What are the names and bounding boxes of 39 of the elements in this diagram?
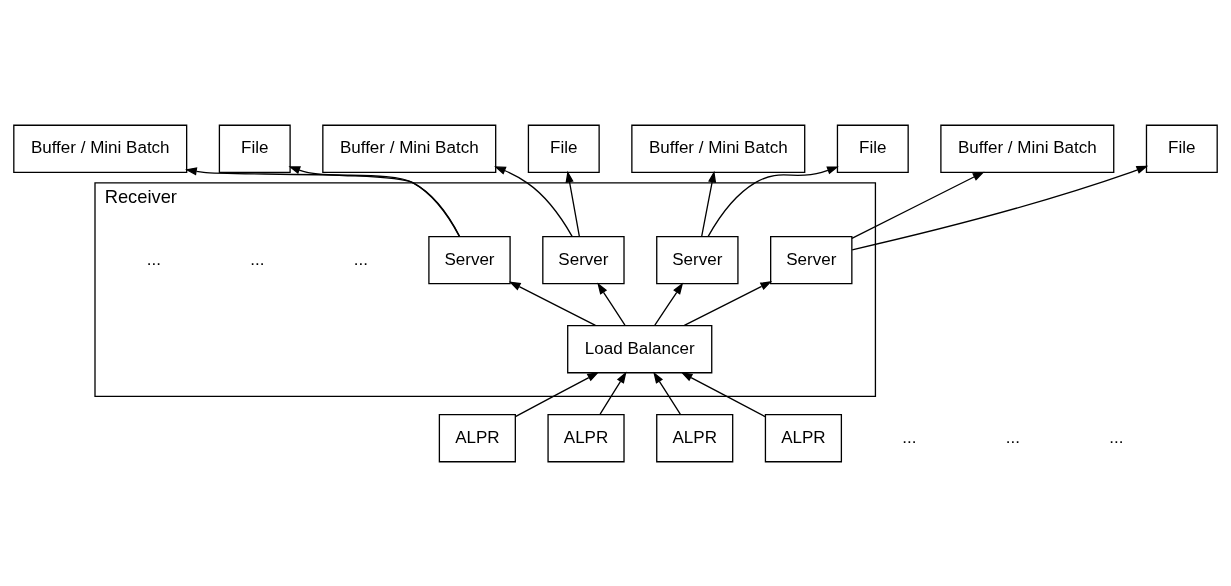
- node-box: ALPR: [438, 413, 516, 462]
- arrow: [683, 280, 773, 326]
- node-box: File: [836, 124, 909, 173]
- node-box: Server: [428, 235, 511, 284]
- arrow: [701, 170, 717, 237]
- arrow: [288, 165, 460, 237]
- arrow: [508, 280, 597, 326]
- node-box: Server: [770, 235, 853, 284]
- node-box: File: [527, 124, 600, 173]
- node-box: File: [1145, 124, 1218, 173]
- arrow: [653, 371, 681, 415]
- label: ...: [353, 249, 368, 269]
- node-box: ALPR: [547, 413, 625, 462]
- arrow: [185, 166, 461, 237]
- node-box: Buffer / Mini Batch: [13, 124, 188, 173]
- arrow: [599, 371, 627, 415]
- node-box: ALPR: [764, 413, 843, 462]
- arrow: [654, 282, 684, 326]
- arrow: [494, 165, 573, 237]
- node-box: Server: [542, 235, 625, 284]
- label: ...: [250, 249, 265, 269]
- node-box: Server: [656, 235, 739, 284]
- arrow: [851, 171, 985, 239]
- arrow: [707, 165, 839, 237]
- label: ...: [902, 427, 917, 447]
- node-box: Buffer / Mini Batch: [322, 124, 497, 173]
- arrow: [680, 371, 766, 417]
- arrow: [851, 165, 1149, 250]
- label: ...: [146, 249, 162, 269]
- node-box: Load Balancer: [567, 324, 713, 373]
- node-box: File: [218, 124, 291, 173]
- arrow: [597, 282, 626, 326]
- label: ...: [1109, 427, 1124, 447]
- label: ...: [1005, 427, 1021, 447]
- node-box: Buffer / Mini Batch: [631, 124, 806, 173]
- arrow: [514, 371, 600, 417]
- node-box: Buffer / Mini Batch: [940, 124, 1115, 173]
- node-box: ALPR: [656, 413, 734, 462]
- arrow: [565, 170, 580, 237]
